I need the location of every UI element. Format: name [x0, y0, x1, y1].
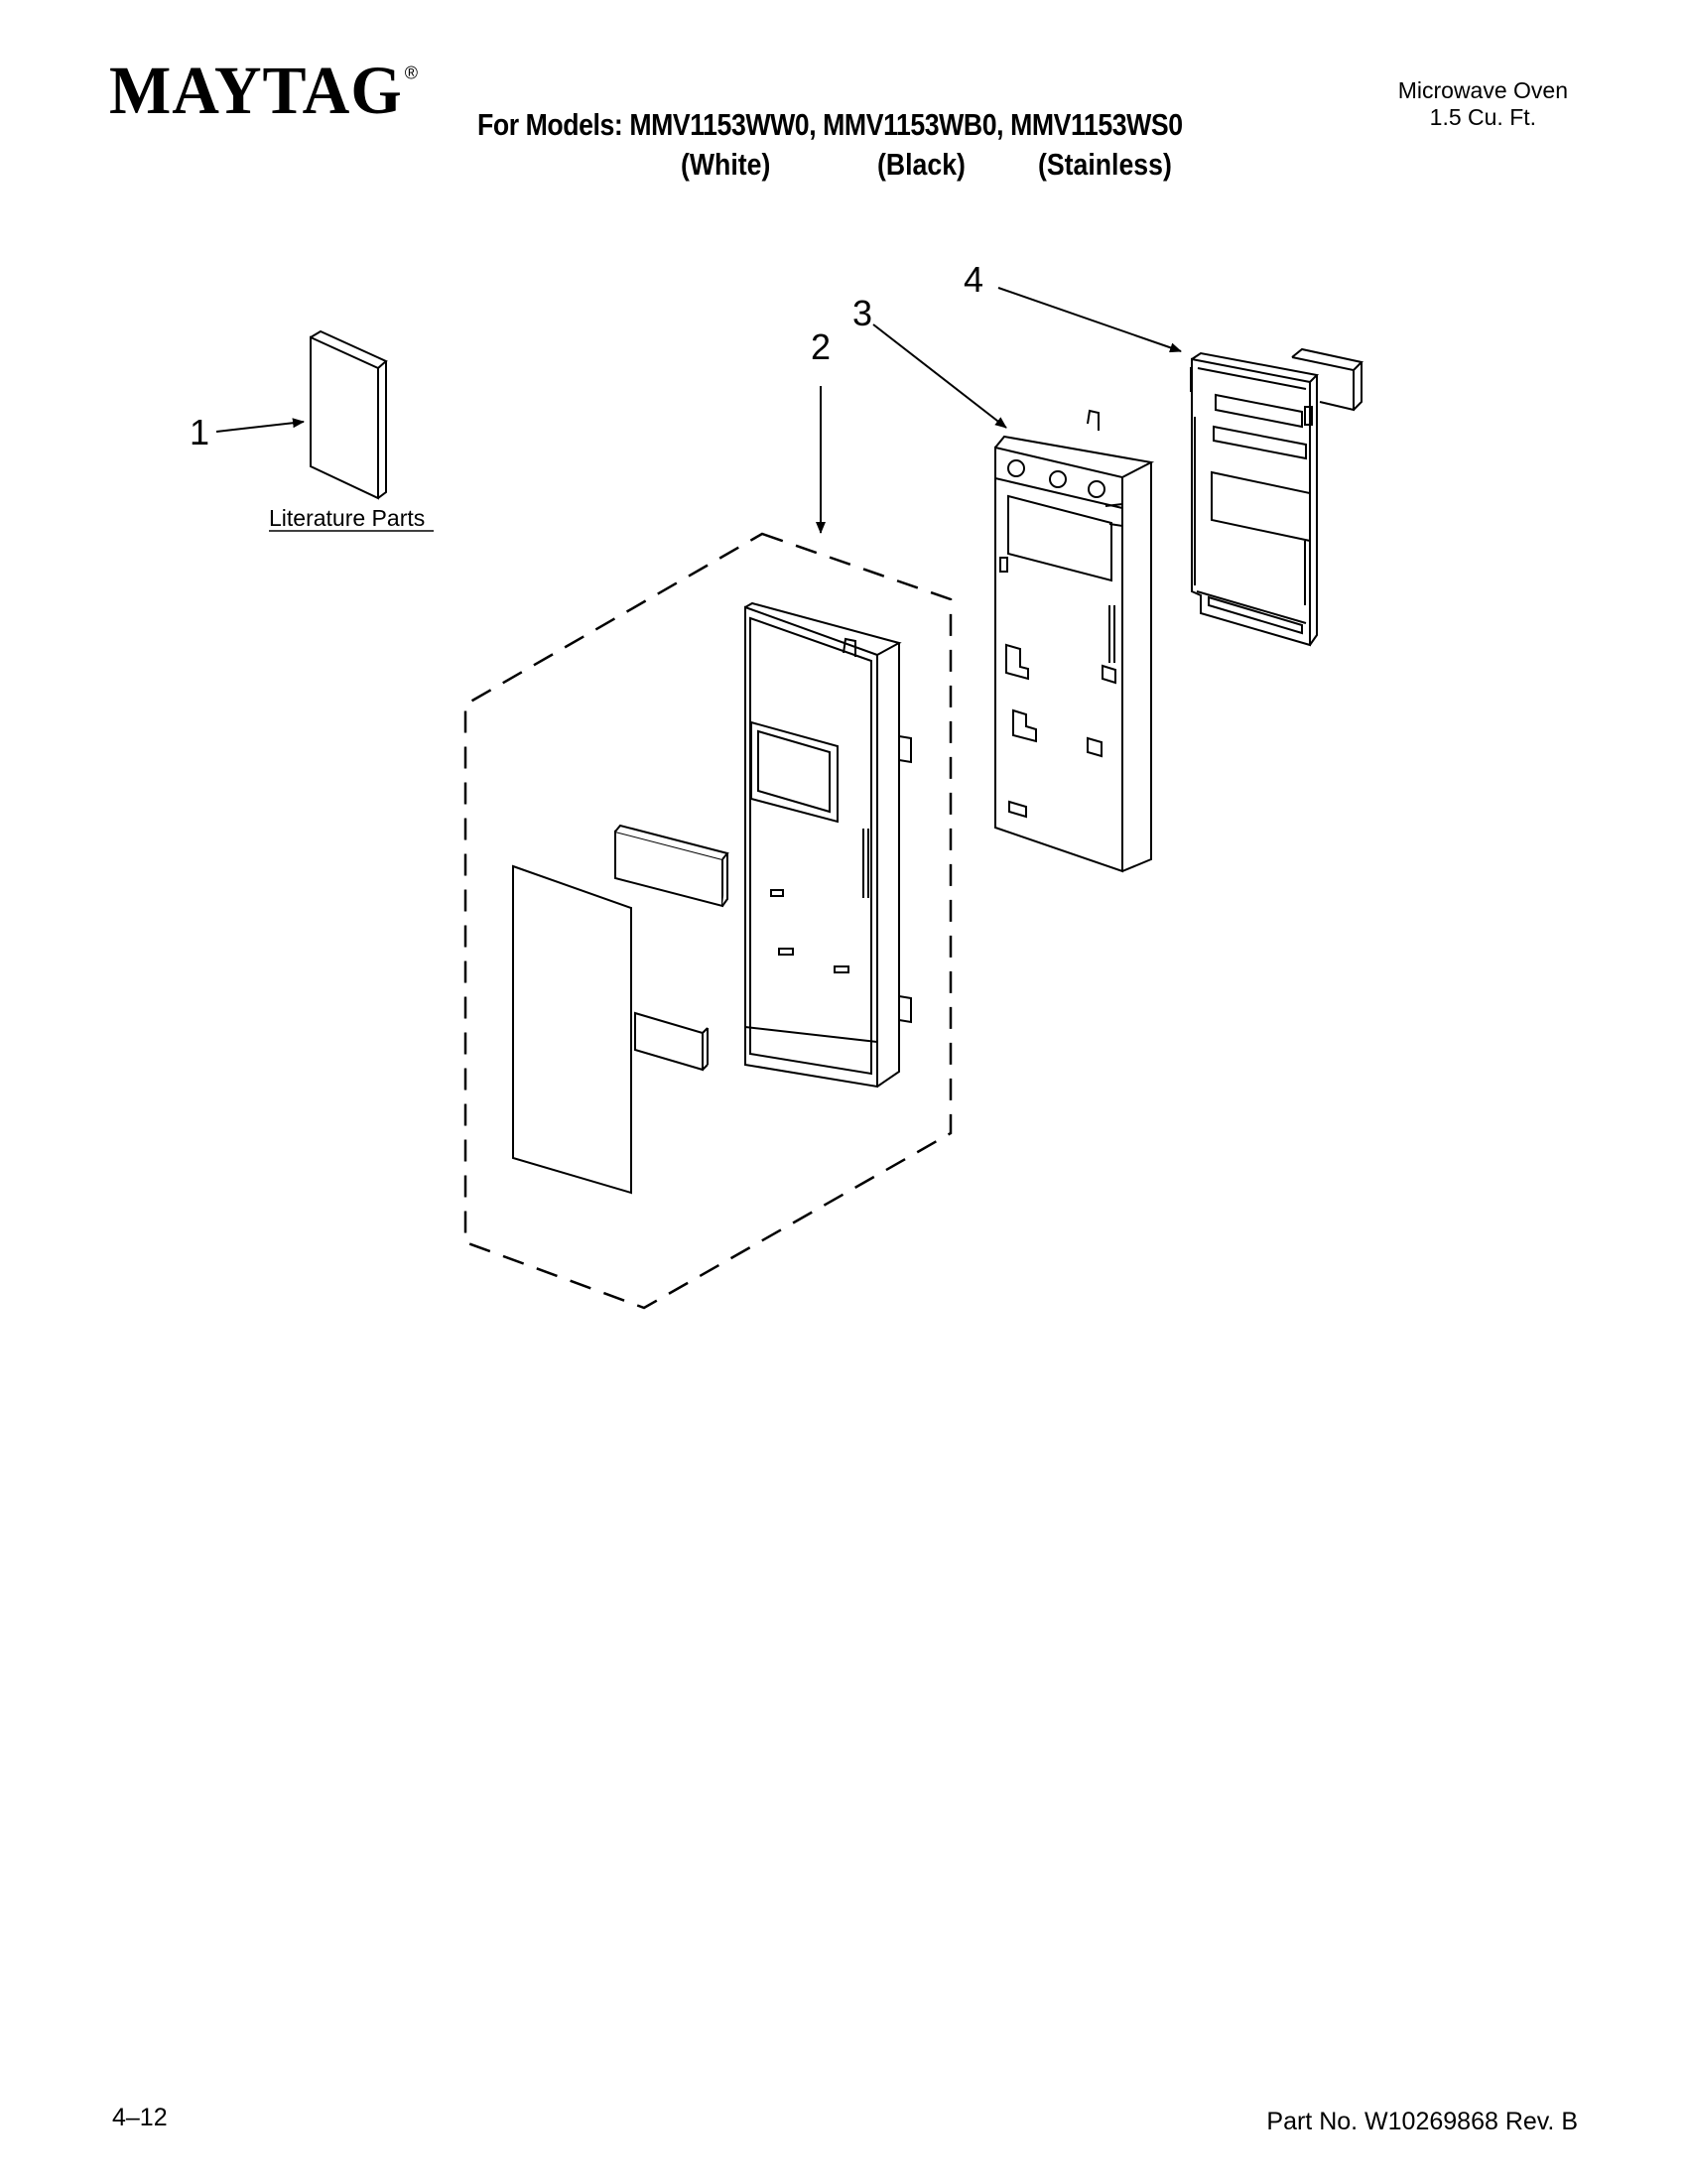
callout-arrow-4 [997, 287, 1182, 353]
product-capacity: 1.5 Cu. Ft. [1429, 104, 1537, 130]
page-number: 4–12 [112, 2104, 168, 2131]
label-plate [634, 1011, 709, 1072]
variant-stainless: (Stainless) [1038, 147, 1172, 182]
control-panel-bracket [994, 409, 1155, 873]
brand-name: MAYTAG [109, 53, 403, 129]
callout-4: 4 [964, 259, 983, 300]
models-line: For Models: MMV1153WW0, MMV1153WB0, MMV1… [477, 107, 1183, 142]
variant-black: (Black) [877, 147, 966, 182]
brand-logo: MAYTAG® [109, 52, 419, 131]
trademark-symbol: ® [404, 62, 419, 83]
callout-1: 1 [190, 412, 209, 452]
control-panel-assembly-outline [463, 532, 953, 1310]
control-board [1190, 347, 1364, 647]
callout-2: 2 [811, 326, 831, 367]
product-description: Microwave Oven 1.5 Cu. Ft. [1398, 77, 1568, 131]
control-panel-overlay [512, 864, 632, 1195]
variant-white: (White) [681, 147, 771, 182]
literature-parts-booklet [310, 329, 388, 500]
control-panel-frame [744, 601, 912, 1089]
exploded-parts-diagram: 1 Literature Parts 2 [190, 259, 1364, 1310]
callout-3: 3 [852, 293, 872, 333]
product-type: Microwave Oven [1397, 77, 1568, 103]
literature-parts-label: Literature Parts [269, 505, 425, 531]
part-number: Part No. W10269868 Rev. B [1266, 2108, 1578, 2135]
callout-arrow-1 [215, 418, 305, 433]
display-window-insert [614, 824, 729, 908]
callout-arrow-3 [872, 323, 1007, 429]
